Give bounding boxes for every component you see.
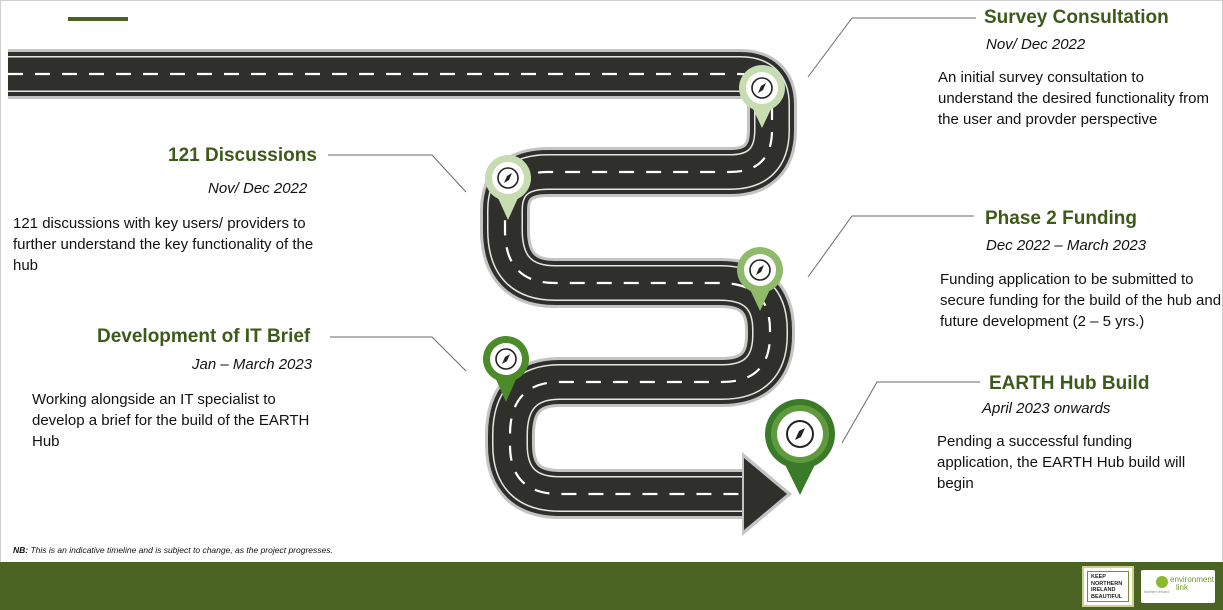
pin-121 <box>485 155 531 220</box>
milestone-phase2-description: Funding application to be submitted to s… <box>940 271 1222 330</box>
milestone-it-brief-description: Working alongside an IT specialist to de… <box>32 391 310 450</box>
milestone-it-brief-date: Jan – March 2023 <box>192 356 313 373</box>
env-logo-top: environment <box>1170 575 1215 584</box>
milestone-it-brief-title: Development of IT Brief <box>97 326 311 347</box>
milestone-phase2-title: Phase 2 Funding <box>985 208 1138 229</box>
pin-earth-hub <box>765 399 835 495</box>
environment-link-logo: environment link Northern Ireland <box>1141 570 1215 603</box>
disclaimer-note: NB: This is an indicative timeline and i… <box>13 545 333 555</box>
milestone-121-description: 121 discussions with key users/ provider… <box>13 215 314 274</box>
kni-line-1: KEEP <box>1091 574 1106 580</box>
milestone-earth-hub-date: April 2023 onwards <box>982 400 1111 417</box>
pin-phase2 <box>737 247 783 311</box>
kni-line-3: IRELAND <box>1091 587 1116 593</box>
kni-line-2: NORTHERN <box>1091 580 1123 587</box>
milestone-survey-description: An initial survey consultation to unders… <box>938 69 1209 128</box>
milestone-earth-hub-description: Pending a successful funding application… <box>937 433 1186 492</box>
pin-survey <box>739 65 785 128</box>
milestone-survey-date: Nov/ Dec 2022 <box>986 36 1086 53</box>
leaf-icon <box>1156 576 1168 588</box>
milestone-121-date: Nov/ Dec 2022 <box>208 180 308 197</box>
milestone-earth-hub-title: EARTH Hub Build <box>989 373 1150 394</box>
env-logo-bottom: link <box>1176 583 1189 592</box>
pin-it-brief <box>483 336 529 402</box>
note-prefix: NB: <box>13 545 29 555</box>
env-logo-small: Northern Ireland <box>1144 590 1170 594</box>
kni-line-4: BEAUTIFUL <box>1091 593 1123 600</box>
note-text: This is an indicative timeline and is su… <box>28 545 333 555</box>
milestone-121-title: 121 Discussions <box>168 145 317 166</box>
title-accent-bar <box>68 17 128 21</box>
keep-ni-beautiful-logo: KEEP NORTHERN IRELAND BEAUTIFUL <box>1082 566 1134 607</box>
milestone-survey-title: Survey Consultation <box>984 7 1169 28</box>
winding-road-diagram <box>0 17 980 536</box>
milestone-phase2-date: Dec 2022 – March 2023 <box>986 237 1147 254</box>
footer-band <box>0 562 1223 610</box>
